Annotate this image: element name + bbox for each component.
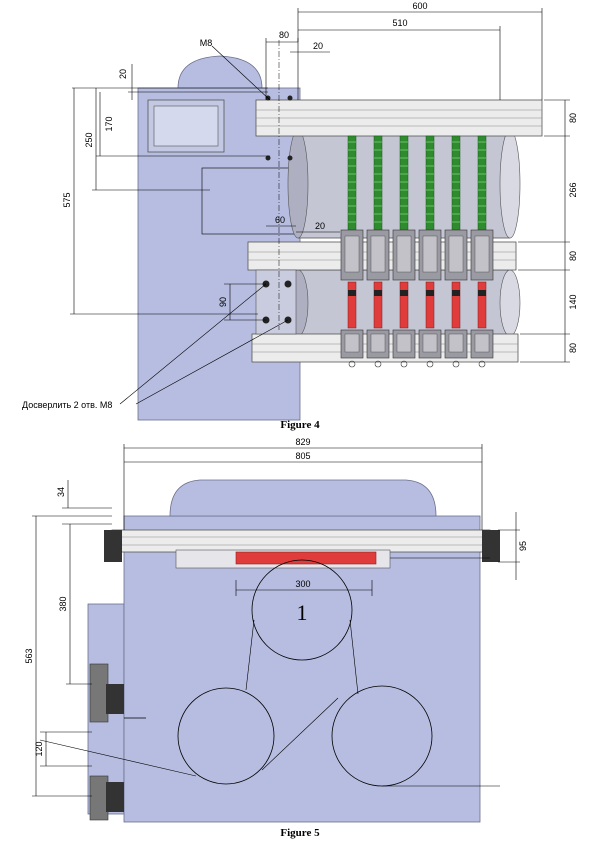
cylinder-collar xyxy=(348,290,356,296)
module-block-lower-face xyxy=(448,333,464,353)
wheel xyxy=(348,360,356,368)
cylinder-collar xyxy=(374,290,382,296)
red-cylinder xyxy=(425,281,435,329)
red-cylinder xyxy=(373,281,383,329)
dim-95: 95 xyxy=(518,541,528,551)
dim-250: 250 xyxy=(84,132,94,147)
lower-roller-end xyxy=(499,269,521,337)
dim-20-mid: 20 xyxy=(315,221,325,231)
dim-300: 300 xyxy=(295,579,310,589)
roller-number-label: 1 xyxy=(297,600,308,625)
dim-510: 510 xyxy=(392,18,407,28)
dim-80-right-top: 80 xyxy=(568,113,578,123)
cylinder-collar xyxy=(478,290,486,296)
drilling-note: Досверлить 2 отв. М8 xyxy=(22,400,112,410)
dim-90: 90 xyxy=(218,297,228,307)
upper-roller-end xyxy=(287,129,309,239)
rail-end-block-right xyxy=(482,530,500,562)
red-cylinder xyxy=(477,281,487,329)
dim-60: 60 xyxy=(275,215,285,225)
module-block-lower-face xyxy=(396,333,412,353)
dim-600: 600 xyxy=(412,1,427,11)
cylinder-collar xyxy=(426,290,434,296)
wheel xyxy=(374,360,382,368)
module-block-lower-face xyxy=(474,333,490,353)
module-block-lower-face xyxy=(370,333,386,353)
dimension-lines-fig5 xyxy=(32,444,520,797)
module-block-face xyxy=(474,235,490,273)
upper-roller-end xyxy=(499,129,521,239)
cylinder-collar xyxy=(452,290,460,296)
dim-829: 829 xyxy=(295,437,310,447)
red-cylinder xyxy=(399,281,409,329)
dim-266: 266 xyxy=(568,182,578,197)
dim-80-top: 80 xyxy=(279,30,289,40)
wheel xyxy=(478,360,486,368)
dimension-lines-fig4 xyxy=(70,8,570,405)
dim-575: 575 xyxy=(62,192,72,207)
cylinder-collar xyxy=(400,290,408,296)
figure-5-caption: Figure 5 xyxy=(280,827,320,839)
mounting-plate xyxy=(255,269,297,335)
roller-1 xyxy=(251,559,353,661)
module-block-face xyxy=(370,235,386,273)
dim-34: 34 xyxy=(56,487,66,497)
bolt-hole xyxy=(265,155,271,161)
dim-20-left: 20 xyxy=(118,69,128,79)
bolt-hole xyxy=(284,280,292,288)
wheel xyxy=(452,360,460,368)
dim-80-right-bot: 80 xyxy=(568,343,578,353)
dim-380: 380 xyxy=(58,596,68,611)
module-block-face xyxy=(344,235,360,273)
figure-4-caption: Figure 4 xyxy=(280,419,320,431)
control-panel-screen xyxy=(153,105,219,147)
bolt-hole xyxy=(287,95,293,101)
label-m8: M8 xyxy=(200,38,213,48)
wheel xyxy=(426,360,434,368)
module-block-face xyxy=(422,235,438,273)
machine-dome xyxy=(177,55,263,89)
figure-5: 1 xyxy=(24,437,528,839)
bolt-hole xyxy=(287,155,293,161)
feed-unit-upper xyxy=(89,663,109,723)
figure-4: 600 510 80 20 M8 20 170 250 575 80 266 6… xyxy=(22,1,578,431)
feed-unit-lower xyxy=(89,775,109,821)
module-array xyxy=(340,135,494,368)
dim-20-top: 20 xyxy=(313,41,323,51)
module-block-face xyxy=(448,235,464,273)
dim-140: 140 xyxy=(568,294,578,309)
module-block-lower-face xyxy=(344,333,360,353)
red-cylinder xyxy=(235,551,377,565)
module-block-face xyxy=(396,235,412,273)
dim-80-right-mid: 80 xyxy=(568,251,578,261)
red-cylinder xyxy=(347,281,357,329)
feed-unit-lower-motor xyxy=(106,782,124,812)
wheel xyxy=(400,360,408,368)
dim-563: 563 xyxy=(24,648,34,663)
module-block-lower-face xyxy=(422,333,438,353)
red-cylinder xyxy=(451,281,461,329)
feed-unit-upper-motor xyxy=(106,684,124,714)
top-rail-front xyxy=(111,529,491,553)
dim-120: 120 xyxy=(34,741,44,756)
dim-805: 805 xyxy=(295,451,310,461)
roller-left xyxy=(177,687,275,785)
rail-end-block-left xyxy=(104,530,122,562)
dim-170: 170 xyxy=(104,116,114,131)
machine-dome-front xyxy=(169,479,437,517)
